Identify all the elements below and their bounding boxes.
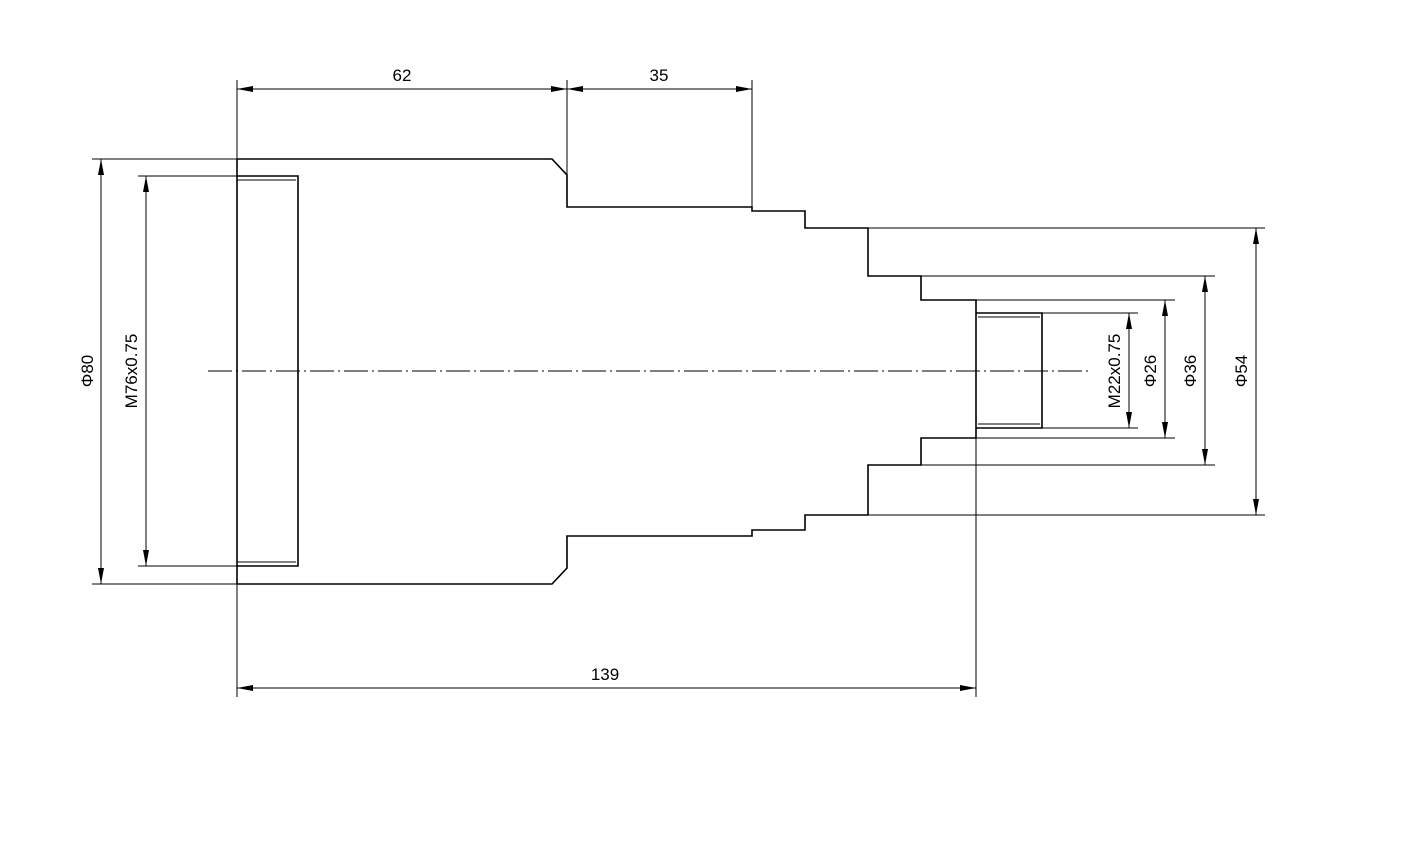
dim-label-thread-22: M22x0.75 — [1105, 334, 1124, 409]
dim-label-35: 35 — [650, 66, 669, 85]
dim-label-62: 62 — [393, 66, 412, 85]
dim-label-dia-54: Φ54 — [1232, 355, 1251, 387]
dim-label-dia-80: Φ80 — [78, 355, 97, 387]
dimension-thread-22: M22x0.75 — [1105, 313, 1132, 428]
dimension-dia-54: Φ54 — [1232, 228, 1259, 515]
dimension-dia-36: Φ36 — [1181, 276, 1208, 465]
dim-label-thread-76: M76x0.75 — [122, 334, 141, 409]
dimension-35: 35 — [567, 66, 752, 92]
dimension-139: 139 — [237, 665, 976, 691]
dimension-dia-80: Φ80 — [78, 159, 104, 584]
dim-label-dia-26: Φ26 — [1141, 355, 1160, 387]
dim-label-dia-36: Φ36 — [1181, 355, 1200, 387]
dimension-thread-76: M76x0.75 — [122, 176, 149, 566]
dim-label-139: 139 — [591, 665, 619, 684]
dimension-62: 62 — [237, 66, 567, 92]
dimension-dia-26: Φ26 — [1141, 300, 1168, 438]
extension-lines — [92, 80, 1265, 697]
